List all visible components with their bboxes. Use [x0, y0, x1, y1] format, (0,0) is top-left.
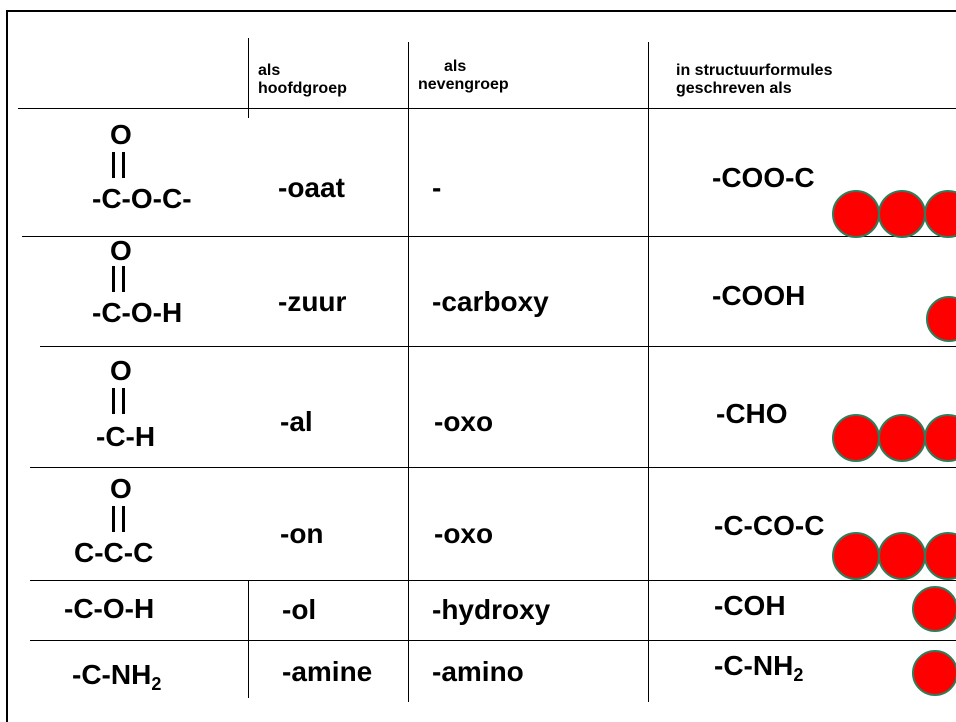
main-group-name: -ol — [282, 594, 317, 625]
formula-notation: -COH — [714, 590, 786, 621]
structure-chain: -C-O-C- — [92, 183, 192, 214]
red-ball-icon — [924, 414, 956, 462]
structure-chain: -C-O-H — [64, 593, 155, 624]
red-ball-icon — [832, 414, 880, 462]
row-divider — [30, 580, 956, 581]
structure-chain: -C-H — [96, 421, 156, 452]
row-divider — [22, 236, 956, 237]
formula-notation: -COO-C — [712, 162, 815, 193]
column-divider-1 — [248, 580, 249, 698]
double-bond — [112, 506, 125, 532]
red-ball-icon — [832, 532, 880, 580]
column-divider-2 — [408, 42, 409, 702]
main-group-name: -zuur — [278, 286, 347, 317]
side-group-name: -oxo — [434, 518, 494, 549]
structure-chain: C-C-C — [74, 537, 154, 568]
row-divider — [18, 108, 956, 109]
slide-border-top — [6, 10, 956, 12]
structure-chain: -C-NH2 — [72, 659, 162, 694]
red-ball-icon — [878, 414, 926, 462]
side-group-name: -hydroxy — [432, 594, 551, 625]
formula-notation: -COOH — [712, 280, 806, 311]
main-group-name: -al — [280, 406, 313, 437]
column-divider-1 — [248, 38, 249, 118]
formula-notation: -CHO — [716, 398, 788, 429]
structure-chain: -C-O-H — [92, 297, 183, 328]
red-ball-icon — [924, 190, 956, 238]
main-group-name: -amine — [282, 656, 373, 687]
side-group-name: -amino — [432, 656, 524, 687]
formula-notation: -C-CO-C — [714, 510, 825, 541]
side-group-name: -oxo — [434, 406, 494, 437]
column-divider-3 — [648, 42, 649, 702]
red-ball-icon — [926, 296, 956, 342]
structure-oxygen: O — [110, 235, 132, 266]
side-group-name: - — [432, 172, 442, 203]
row-divider — [30, 640, 956, 641]
structure-oxygen: O — [110, 355, 132, 386]
double-bond — [112, 388, 125, 414]
red-ball-icon — [878, 190, 926, 238]
structure-oxygen: O — [110, 473, 132, 504]
side-group-name: -carboxy — [432, 286, 549, 317]
red-ball-icon — [912, 650, 956, 696]
main-group-name: -oaat — [278, 172, 345, 203]
row-divider — [30, 467, 956, 468]
red-ball-icon — [912, 586, 956, 632]
red-ball-icon — [832, 190, 880, 238]
main-group-name: -on — [280, 518, 324, 549]
red-ball-icon — [878, 532, 926, 580]
formula-notation: -C-NH2 — [714, 650, 804, 685]
slide-border-left — [6, 10, 8, 722]
double-bond — [112, 152, 125, 178]
row-divider — [40, 346, 956, 347]
double-bond — [112, 266, 125, 292]
red-ball-icon — [924, 532, 956, 580]
structure-oxygen: O — [110, 119, 132, 150]
